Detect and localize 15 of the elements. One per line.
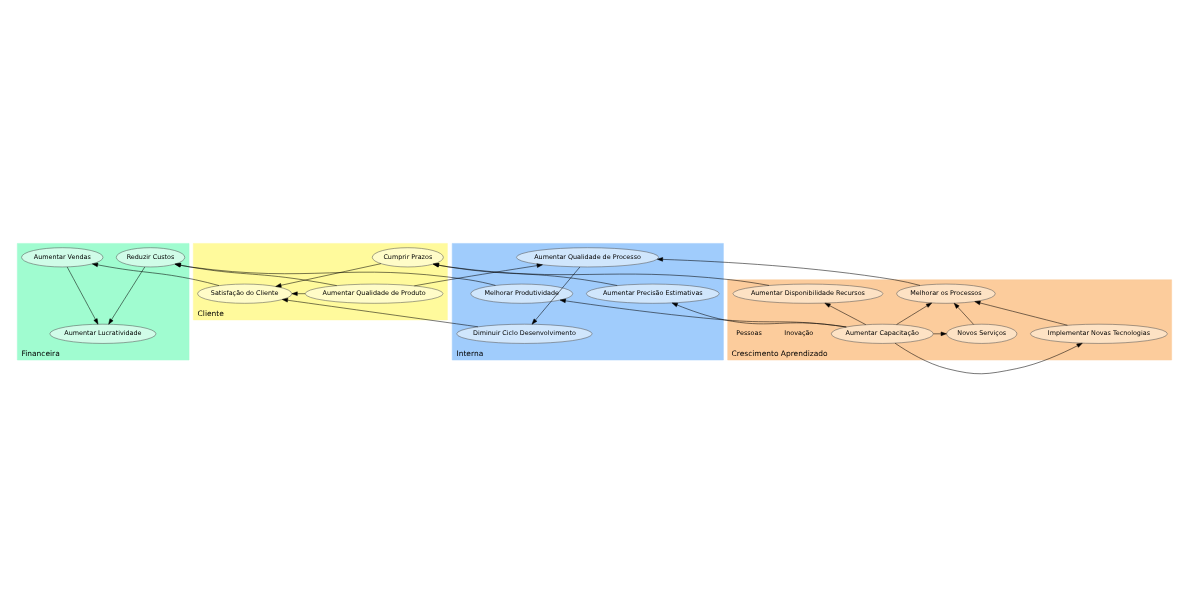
arrow: [66, 266, 99, 324]
arrow: [896, 302, 932, 325]
arrow: [108, 266, 146, 324]
arrow: [894, 342, 1083, 374]
arrow: [974, 300, 1068, 325]
arrow: [824, 302, 867, 325]
arrow: [657, 256, 921, 286]
arrow: [933, 331, 947, 336]
arrow: [559, 298, 847, 327]
arrow: [531, 266, 581, 324]
arrow: [671, 302, 847, 327]
arrow: [953, 302, 974, 325]
arrow: [291, 291, 306, 296]
arrow: [275, 262, 382, 287]
arrow: [282, 297, 479, 327]
